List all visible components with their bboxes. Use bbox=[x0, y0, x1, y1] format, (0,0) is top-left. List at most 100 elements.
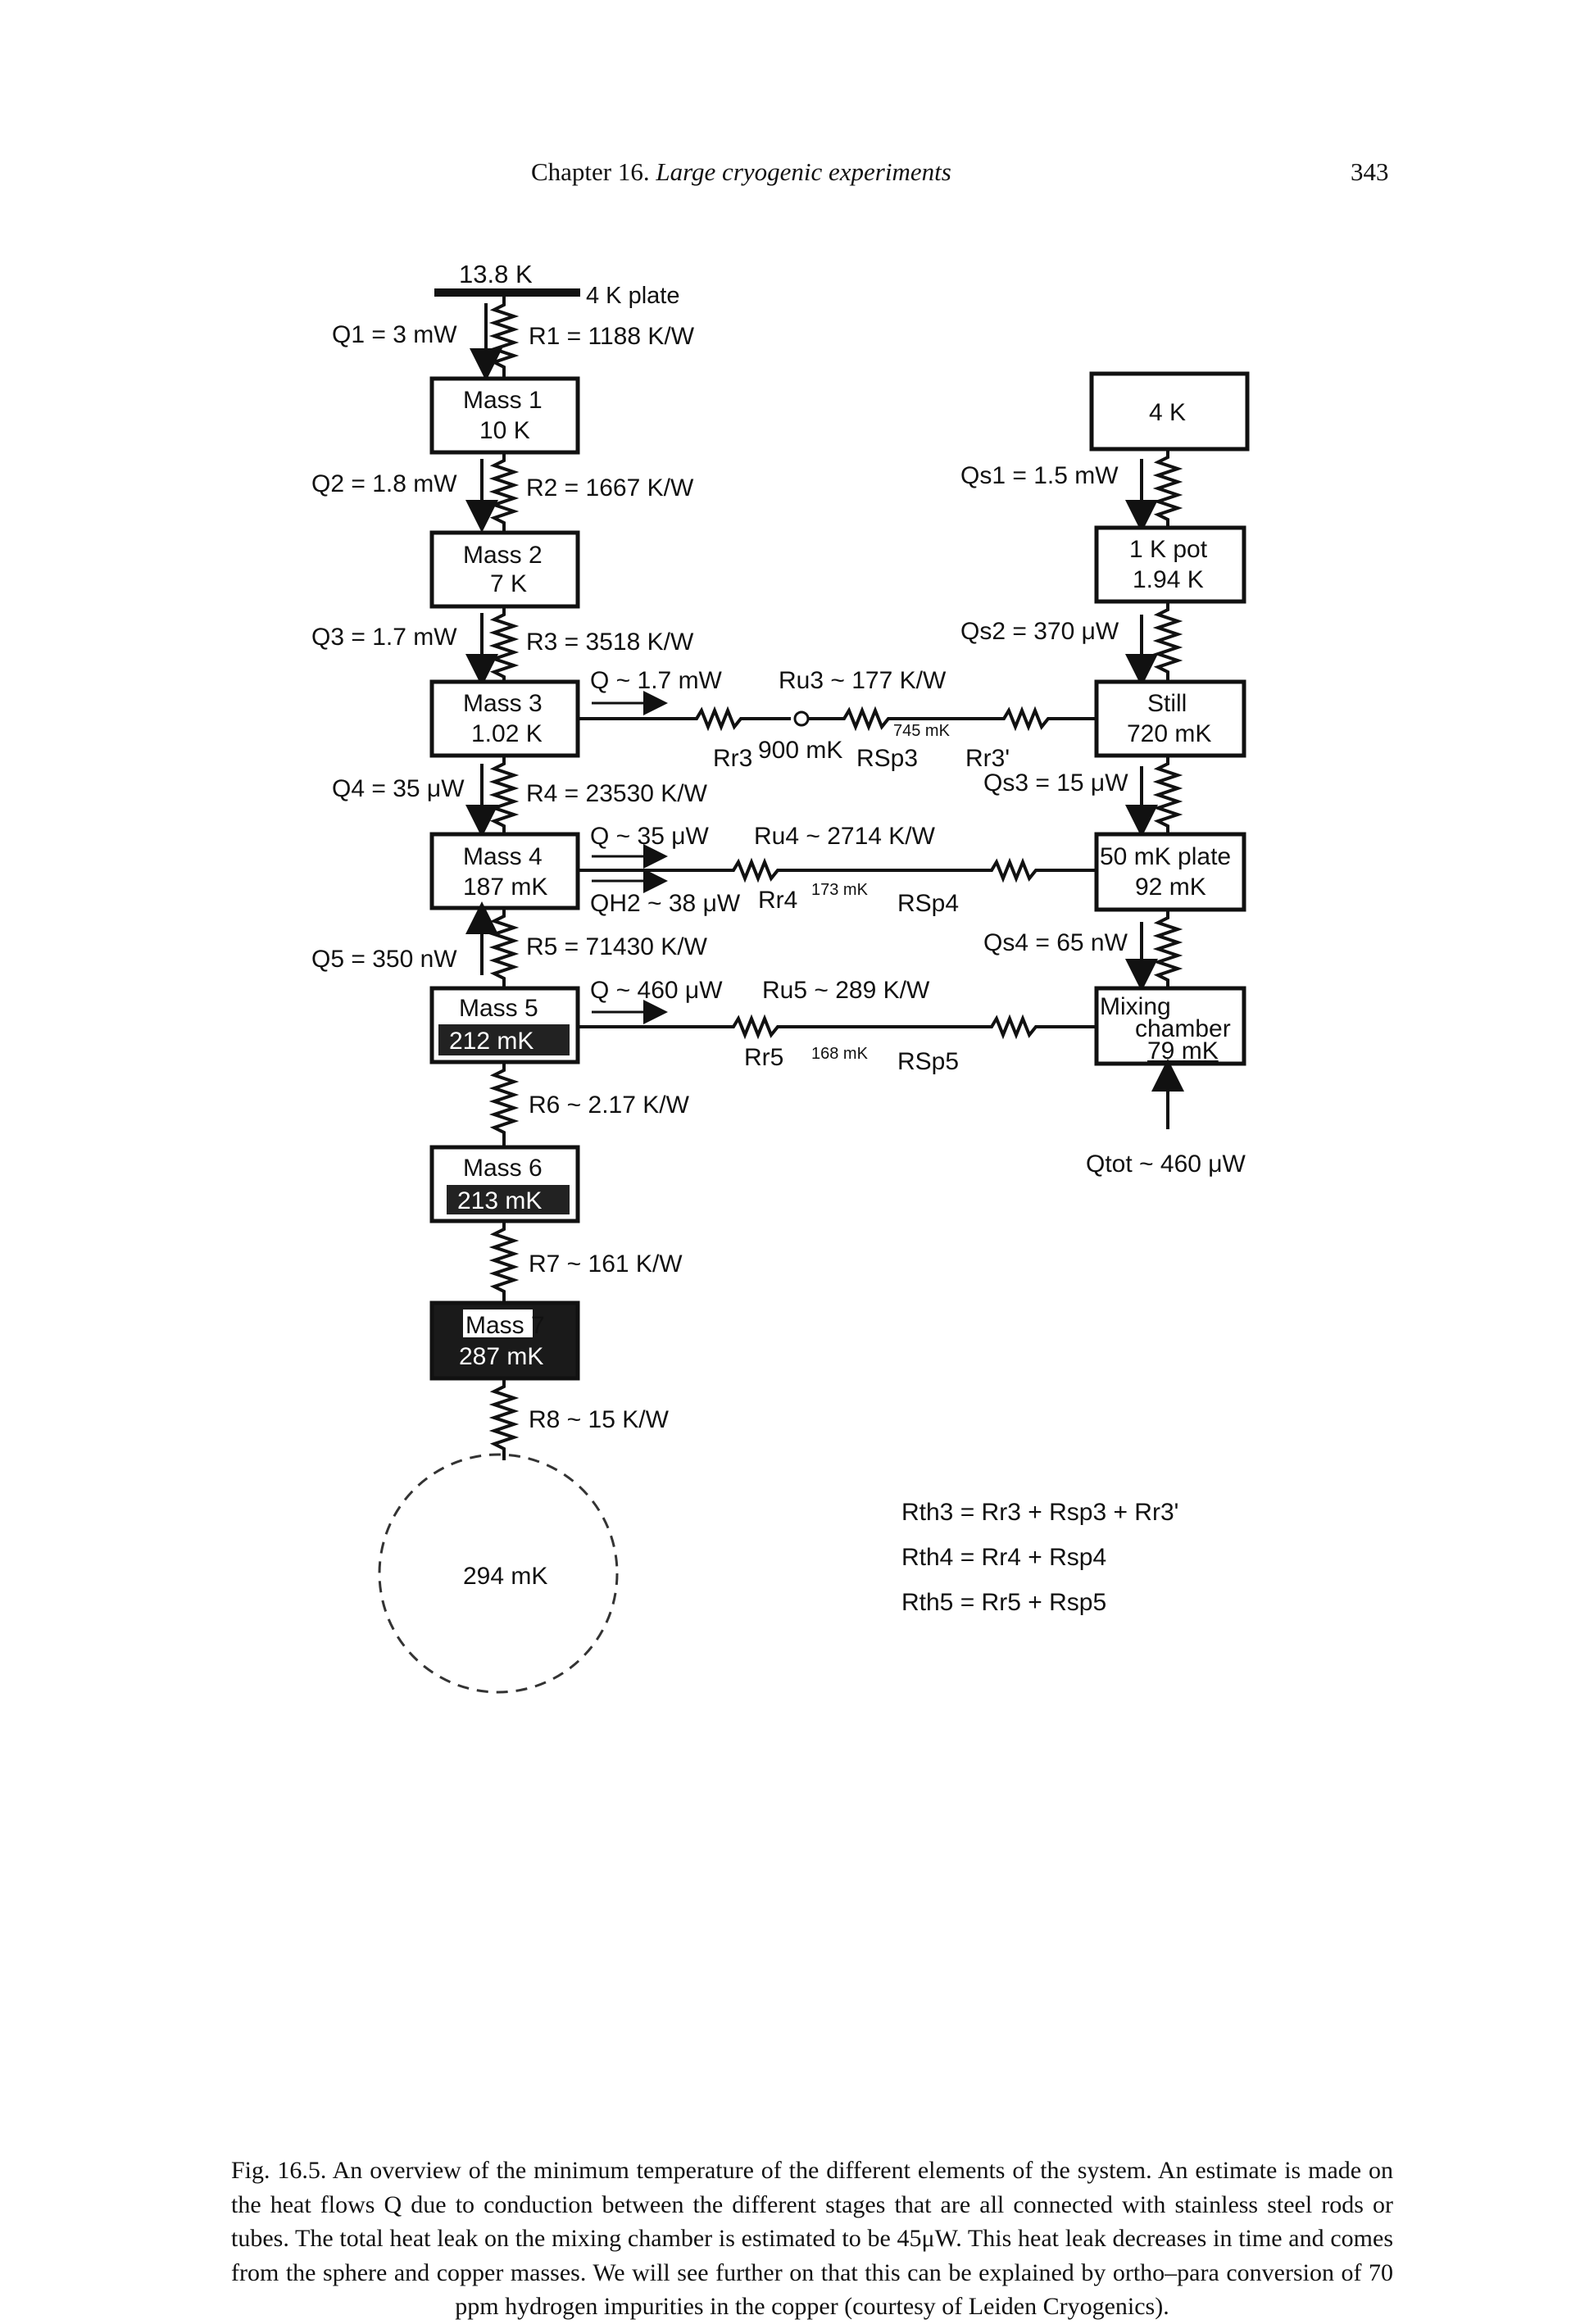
mass-5-temp: 212 mK bbox=[449, 1028, 534, 1055]
box-4k bbox=[1089, 371, 1250, 452]
mass-7-light-band bbox=[463, 1310, 533, 1337]
plate50-name: 50 mK plate bbox=[1100, 843, 1231, 870]
equation-rth4: Rth4 = Rr4 + Rsp4 bbox=[901, 1544, 1106, 1571]
mass-3-temp: 1.02 K bbox=[471, 720, 543, 747]
qtot-label: Qtot ~ 460 μW bbox=[1086, 1151, 1246, 1178]
r1-label: R1 = 1188 K/W bbox=[529, 323, 695, 350]
still-temp: 720 mK bbox=[1127, 720, 1211, 747]
link5-resistor bbox=[578, 1014, 1097, 1040]
r8-label: R8 ~ 15 K/W bbox=[529, 1406, 670, 1433]
r3-label: R3 = 3518 K/W bbox=[526, 629, 694, 656]
qs1-label: Qs1 = 1.5 mW bbox=[960, 462, 1119, 489]
link4-mid-temp: 173 mK bbox=[811, 881, 869, 899]
r4-label: R4 = 23530 K/W bbox=[526, 780, 708, 807]
r1-resistor bbox=[488, 297, 520, 379]
r6-label: R6 ~ 2.17 K/W bbox=[529, 1092, 690, 1119]
box-4k-label: 4 K bbox=[1149, 399, 1186, 426]
link4-q-label: Q ~ 35 μW bbox=[590, 823, 710, 850]
r6-resistor bbox=[488, 1062, 520, 1147]
plate50-temp: 92 mK bbox=[1135, 874, 1206, 901]
mass-7-temp: 287 mK bbox=[459, 1343, 543, 1370]
qs4-label: Qs4 = 65 nW bbox=[983, 929, 1128, 956]
r8-resistor bbox=[488, 1378, 520, 1460]
still-name: Still bbox=[1147, 690, 1187, 717]
qs3-label: Qs3 = 15 μW bbox=[983, 769, 1128, 797]
link3-mid-temp: 745 mK bbox=[893, 722, 951, 740]
mass-3-name: Mass 3 bbox=[463, 690, 543, 717]
mass-4-temp: 187 mK bbox=[463, 874, 547, 901]
q4-label: Q4 = 35 μW bbox=[332, 775, 465, 802]
running-head: Chapter 16. Large cryogenic experiments … bbox=[0, 157, 1571, 198]
pot-temp: 1.94 K bbox=[1133, 566, 1204, 593]
box-mixing-chamber bbox=[1094, 986, 1246, 1066]
mass-1-box bbox=[429, 376, 580, 455]
q1-label: Q1 = 3 mW bbox=[332, 321, 457, 348]
link5-mid-temp: 168 mK bbox=[811, 1045, 869, 1063]
link5-q-label: Q ~ 460 μW bbox=[590, 977, 723, 1004]
caption-label: Fig. 16.5. bbox=[231, 2157, 327, 2184]
link4-qh2-label: QH2 ~ 38 μW bbox=[590, 890, 741, 917]
rs1-resistor bbox=[1152, 449, 1183, 528]
link3-rr-prime-label: Rr3' bbox=[965, 745, 1010, 772]
link3-ru-label: Ru3 ~ 177 K/W bbox=[779, 667, 947, 694]
mass-7-name: Mass 7 bbox=[465, 1312, 545, 1339]
link4-rr-label: Rr4 bbox=[758, 887, 797, 914]
caption-text: An overview of the minimum temperature o… bbox=[231, 2157, 1393, 2320]
box-50mk-plate bbox=[1094, 832, 1246, 912]
qs2-label: Qs2 = 370 μW bbox=[960, 618, 1119, 645]
link4-ru-label: Ru4 ~ 2714 K/W bbox=[754, 823, 936, 850]
r2-label: R2 = 1667 K/W bbox=[526, 474, 694, 502]
q5-label: Q5 = 350 nW bbox=[311, 946, 457, 973]
r2-resistor bbox=[488, 452, 520, 533]
rs2-resistor bbox=[1152, 601, 1183, 682]
r5-resistor bbox=[488, 908, 520, 988]
chapter-title: Large cryogenic experiments bbox=[656, 157, 951, 186]
sphere-circle bbox=[378, 1453, 619, 1694]
mass-1-temp: 10 K bbox=[479, 417, 530, 444]
mass-6-temp: 213 mK bbox=[457, 1187, 542, 1214]
mass-2-box bbox=[429, 530, 580, 609]
sphere-temp: 294 mK bbox=[463, 1563, 547, 1590]
link5-rr-label: Rr5 bbox=[744, 1044, 783, 1071]
mass-6-dark-band bbox=[447, 1185, 570, 1214]
link3-rsp-resistor bbox=[808, 706, 1097, 732]
rs4-resistor bbox=[1152, 910, 1183, 988]
mixing-temp: 79 mK bbox=[1147, 1037, 1219, 1064]
link3-rr-resistor bbox=[578, 706, 791, 732]
link3-q-label: Q ~ 1.7 mW bbox=[590, 667, 723, 694]
mass-5-dark-band bbox=[438, 1024, 570, 1055]
q3-label: Q3 = 1.7 mW bbox=[311, 624, 457, 651]
chapter-number: Chapter 16. bbox=[531, 157, 650, 186]
r5-label: R5 = 71430 K/W bbox=[526, 933, 708, 960]
link3-node-temp: 900 mK bbox=[758, 737, 842, 764]
mass-2-temp: 7 K bbox=[490, 570, 527, 597]
r4-resistor bbox=[488, 756, 520, 834]
equation-rth5: Rth5 = Rr5 + Rsp5 bbox=[901, 1589, 1106, 1616]
figure-caption: Fig. 16.5. An overview of the minimum te… bbox=[231, 2154, 1393, 2324]
q2-label: Q2 = 1.8 mW bbox=[311, 470, 457, 497]
link3-rsp-label: RSp3 bbox=[856, 745, 918, 772]
mass-4-name: Mass 4 bbox=[463, 843, 543, 870]
running-head-chapter: Chapter 16. Large cryogenic experiments bbox=[531, 157, 951, 187]
r7-label: R7 ~ 161 K/W bbox=[529, 1251, 683, 1278]
mass-1-name: Mass 1 bbox=[463, 387, 543, 414]
plate-label: 4 K plate bbox=[586, 283, 679, 309]
link4-rsp-label: RSp4 bbox=[897, 890, 959, 917]
link5-ru-label: Ru5 ~ 289 K/W bbox=[762, 977, 930, 1004]
plate-temp-label: 13.8 K bbox=[459, 260, 533, 288]
r7-resistor bbox=[488, 1221, 520, 1303]
link3-node bbox=[793, 710, 810, 727]
link3-rr-label: Rr3 bbox=[713, 745, 752, 772]
four-k-plate bbox=[434, 288, 580, 297]
box-1k-pot bbox=[1094, 525, 1246, 604]
mixing-line1: Mixing bbox=[1100, 993, 1171, 1020]
mixing-line2: chamber bbox=[1135, 1015, 1231, 1042]
link5-rsp-label: RSp5 bbox=[897, 1048, 959, 1075]
r3-resistor bbox=[488, 606, 520, 682]
rs3-resistor bbox=[1152, 756, 1183, 834]
mass-2-name: Mass 2 bbox=[463, 542, 543, 569]
mass-6-name: Mass 6 bbox=[463, 1155, 543, 1182]
page-number: 343 bbox=[1351, 157, 1389, 186]
